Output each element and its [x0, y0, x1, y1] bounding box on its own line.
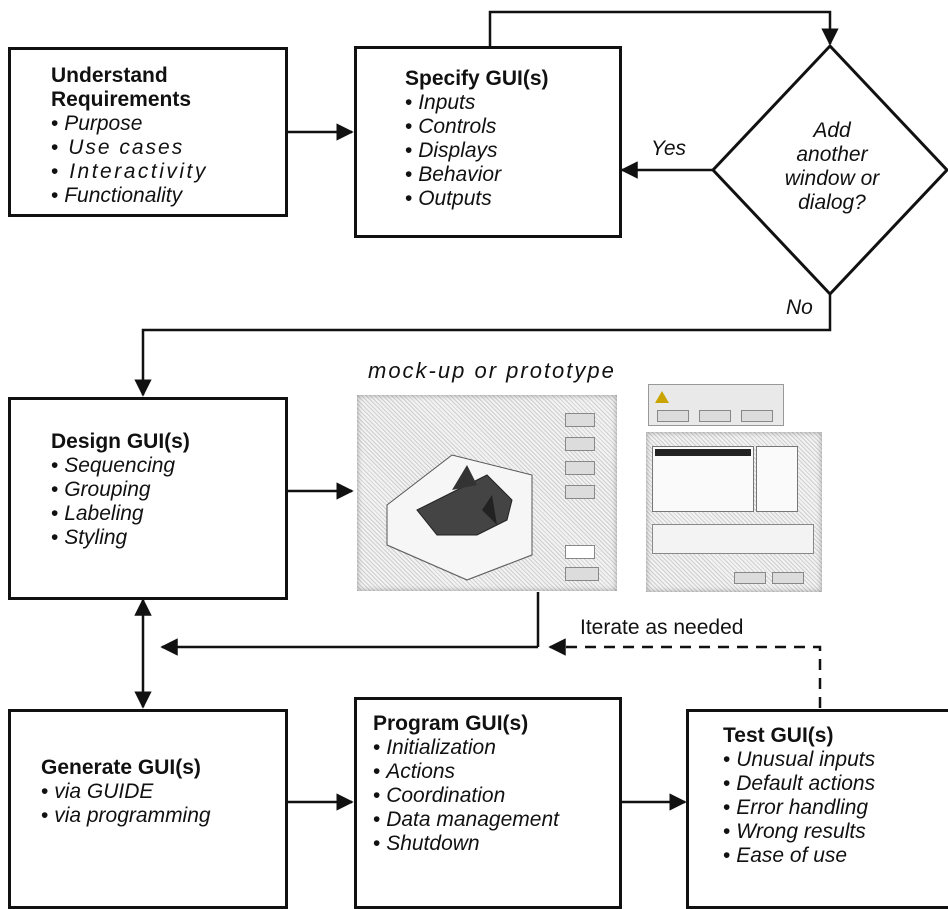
decision-line: window or	[784, 167, 880, 190]
generate-item: via programming	[41, 804, 285, 828]
decision-line: another	[796, 143, 868, 166]
design-box: Design GUI(s) Sequencing Grouping Labeli…	[8, 397, 288, 600]
requirements-box: Understand Requirements Purpose Use case…	[8, 47, 288, 217]
specify-item: Outputs	[405, 187, 619, 211]
warning-icon	[655, 391, 669, 403]
arrow-no	[134, 294, 832, 397]
generate-item: via GUIDE	[41, 780, 285, 804]
mockup-button	[565, 461, 595, 475]
test-title: Test GUI(s)	[723, 724, 834, 747]
specify-box: Specify GUI(s) Inputs Controls Displays …	[354, 46, 622, 238]
decision-line: dialog?	[798, 191, 866, 214]
specify-title: Specify GUI(s)	[405, 67, 549, 90]
design-item: Labeling	[51, 502, 285, 526]
mockup-button	[565, 437, 595, 451]
program-item: Coordination	[373, 784, 619, 808]
program-item: Data management	[373, 808, 619, 832]
mockup-list	[756, 446, 798, 512]
mockup-dialog-button	[657, 410, 689, 422]
mockup-dialog-button	[741, 410, 773, 422]
test-item: Unusual inputs	[723, 748, 948, 772]
specify-item: Displays	[405, 139, 619, 163]
design-title: Design GUI(s)	[51, 430, 190, 453]
mockup-dialog-button	[699, 410, 731, 422]
program-item: Initialization	[373, 736, 619, 760]
specify-item: Inputs	[405, 91, 619, 115]
design-item: Styling	[51, 526, 285, 550]
requirements-title-line1: Understand	[51, 64, 168, 87]
generate-box: Generate GUI(s) via GUIDE via programmin…	[8, 709, 288, 909]
mockup-list	[652, 446, 754, 512]
mockup-save-dialog	[648, 384, 784, 426]
program-item: Shutdown	[373, 832, 619, 856]
decision-text: Add another window or dialog?	[767, 119, 897, 215]
mockup-button	[565, 413, 595, 427]
design-item: Grouping	[51, 478, 285, 502]
requirements-item: Functionality	[51, 184, 285, 208]
mockup-button	[565, 485, 595, 499]
yes-label: Yes	[651, 137, 687, 160]
mockup-field	[565, 545, 595, 559]
requirements-item: Use cases	[51, 136, 285, 160]
program-item: Actions	[373, 760, 619, 784]
mockup-button	[565, 567, 599, 581]
mockup-text-area	[652, 524, 814, 554]
arrow-specify-to-decision	[488, 10, 839, 46]
requirements-item: Interactivity	[51, 160, 285, 184]
mockup-caption: mock-up or prototype	[368, 358, 616, 383]
decision-line: Add	[813, 119, 851, 142]
test-box: Test GUI(s) Unusual inputs Default actio…	[686, 709, 948, 909]
specify-item: Controls	[405, 115, 619, 139]
arrow-iterate-dashed	[548, 638, 822, 708]
surface-plot-image	[386, 454, 533, 581]
test-item: Ease of use	[723, 844, 948, 868]
requirements-title-line2: Requirements	[51, 88, 192, 111]
test-item: Error handling	[723, 796, 948, 820]
generate-title: Generate GUI(s)	[41, 756, 201, 779]
no-label: No	[786, 296, 813, 319]
program-title: Program GUI(s)	[373, 712, 529, 735]
mockup-list-button	[772, 572, 804, 584]
program-box: Program GUI(s) Initialization Actions Co…	[354, 697, 622, 909]
requirements-item: Purpose	[51, 112, 285, 136]
test-item: Wrong results	[723, 820, 948, 844]
mockup-figure-window	[357, 395, 617, 591]
mockup-list-window	[646, 432, 822, 592]
test-item: Default actions	[723, 772, 948, 796]
iterate-label: Iterate as needed	[580, 616, 744, 639]
mockup-list-button	[734, 572, 766, 584]
design-item: Sequencing	[51, 454, 285, 478]
specify-item: Behavior	[405, 163, 619, 187]
